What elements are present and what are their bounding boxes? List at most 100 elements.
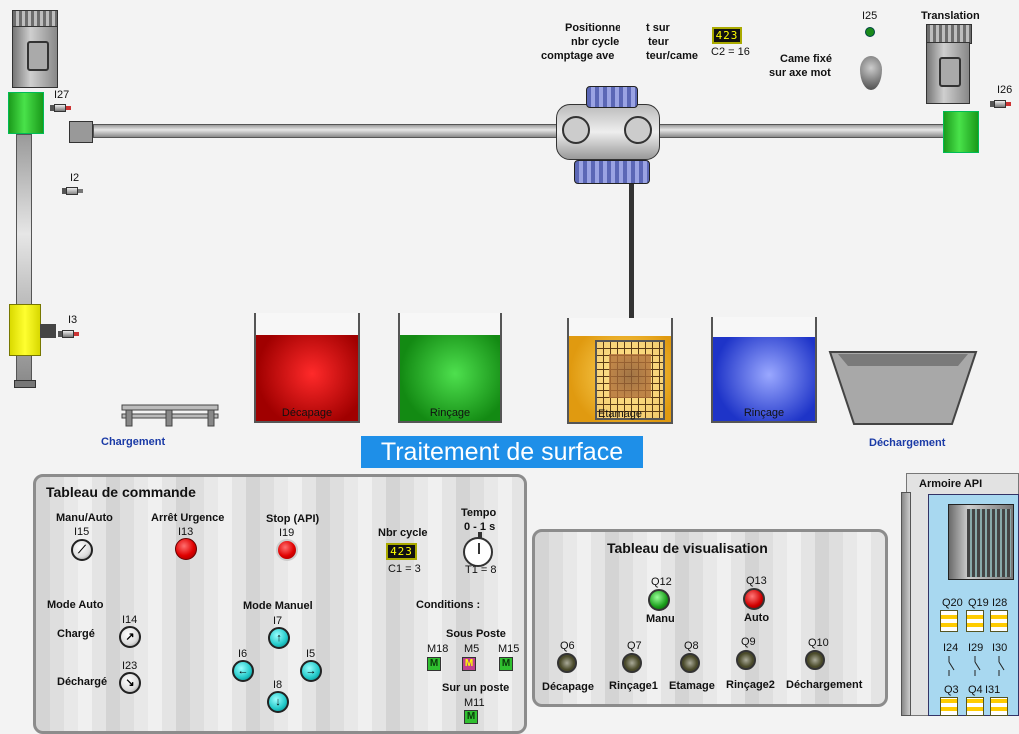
trolley-wheel-right xyxy=(624,116,652,144)
cam-shape xyxy=(860,56,882,90)
tempo-range-label: 0 - 1 s xyxy=(464,521,496,533)
decharge-label: Déchargé xyxy=(57,676,108,688)
q9-label: Q9 xyxy=(741,636,756,648)
q9-lamp xyxy=(736,650,756,670)
q19-label: Q19 xyxy=(968,597,989,609)
q12-lamp xyxy=(648,589,670,611)
i30-label: I30 xyxy=(992,642,1008,654)
rincage2-lamp-label: Rinçage2 xyxy=(726,679,775,691)
lift-motor xyxy=(12,26,58,88)
positioning-text-3b: teur/came xyxy=(646,50,698,62)
tank-decapage-label: Décapage xyxy=(281,407,333,419)
q8-label: Q8 xyxy=(684,640,699,652)
emergency-stop-button[interactable] xyxy=(175,538,197,560)
m18-label: M18 xyxy=(427,643,449,655)
i5-label: I5 xyxy=(306,648,316,660)
sensor-i27-label: I27 xyxy=(54,89,70,101)
stop-button[interactable] xyxy=(276,539,298,561)
m11-indicator: M xyxy=(464,710,478,724)
cam-label-2: sur axe mot xyxy=(769,67,831,79)
sensor-i2 xyxy=(62,186,83,196)
i8-label: I8 xyxy=(273,679,283,691)
translation-motor xyxy=(926,42,970,104)
q13-lamp xyxy=(743,588,765,610)
m11-label: M11 xyxy=(464,697,485,709)
translation-label: Translation xyxy=(921,10,980,22)
command-panel-title: Tableau de commande xyxy=(46,484,196,500)
tank-rincage-1: Rinçage xyxy=(398,313,502,423)
m5-label: M5 xyxy=(464,643,480,655)
q3-label: Q3 xyxy=(944,684,959,696)
lift-motor-coupling xyxy=(8,92,44,134)
sensor-i26-label: I26 xyxy=(997,84,1013,96)
i6-label: I6 xyxy=(238,648,248,660)
manu-auto-label: Manu/Auto xyxy=(56,512,113,524)
sous-poste-label: Sous Poste xyxy=(446,628,506,640)
tank-rincage-2: Rinçage xyxy=(711,317,817,423)
positioning-text-1b: t sur xyxy=(646,22,670,34)
counter-c2-display: 423 xyxy=(712,27,742,44)
stopwatch-icon xyxy=(463,532,493,567)
manual-left-button[interactable]: ← xyxy=(232,660,254,682)
i14-label: I14 xyxy=(122,614,138,626)
positioning-text-1: Positionne xyxy=(565,22,622,34)
mode-auto-label: Mode Auto xyxy=(47,599,104,611)
i19-label: I19 xyxy=(279,527,295,539)
sensor-i2-label: I2 xyxy=(70,172,80,184)
sensor-i25-lamp xyxy=(865,27,875,37)
q7-label: Q7 xyxy=(627,640,642,652)
manual-up-button[interactable]: ↑ xyxy=(268,627,290,649)
relay-q4 xyxy=(966,697,984,716)
lift-carriage-arm xyxy=(40,324,56,338)
positioning-text-2: nbr cycle xyxy=(571,36,620,48)
contacts-row xyxy=(948,656,1005,676)
q13-label: Q13 xyxy=(746,575,767,587)
basket-inner xyxy=(609,354,651,398)
mode-manuel-label: Mode Manuel xyxy=(243,600,313,612)
manu-auto-switch[interactable]: ⟋ xyxy=(71,539,93,561)
i31-label: I31 xyxy=(985,684,1001,696)
i29-label: I29 xyxy=(968,642,984,654)
nbr-cycle-label: Nbr cycle xyxy=(378,527,428,539)
charge-button[interactable]: ↗ xyxy=(119,626,141,648)
manual-right-button[interactable]: → xyxy=(300,660,322,682)
i13-label: I13 xyxy=(178,526,194,538)
tank-decapage: Décapage xyxy=(254,313,360,423)
i28-label: I28 xyxy=(992,597,1008,609)
loading-label: Chargement xyxy=(101,436,166,448)
m15-label: M15 xyxy=(498,643,520,655)
unloading-label: Déchargement xyxy=(869,437,946,449)
horizontal-rail xyxy=(93,124,945,138)
sensor-i27 xyxy=(50,103,71,113)
q6-label: Q6 xyxy=(560,640,575,652)
translation-coupling xyxy=(943,111,979,153)
trolley-motor-top xyxy=(586,86,638,108)
sensor-i26 xyxy=(990,99,1011,109)
relay-i28 xyxy=(990,610,1008,632)
relay-i31 xyxy=(990,697,1008,716)
trolley-motor-bottom xyxy=(574,160,650,184)
armoire-door xyxy=(901,492,911,716)
cam-label-1: Came fixé xyxy=(780,53,832,65)
counter-c1-display: 423 xyxy=(386,543,417,560)
rincage1-lamp-label: Rinçage1 xyxy=(609,680,658,692)
i15-label: I15 xyxy=(74,526,90,538)
decharge-button[interactable]: ↘ xyxy=(119,672,141,694)
q8-lamp xyxy=(680,653,700,673)
sensor-i25-label: I25 xyxy=(862,10,878,22)
armoire-title: Armoire API xyxy=(919,478,983,490)
tank-rincage-1-label: Rinçage xyxy=(429,407,471,419)
charge-label: Chargé xyxy=(57,628,95,640)
tank-decapage-fluid xyxy=(256,335,358,421)
page-title: Traitement de surface xyxy=(361,436,643,468)
trolley-wheel-left xyxy=(562,116,590,144)
q12-label: Q12 xyxy=(651,576,672,588)
q6-lamp xyxy=(557,653,577,673)
sensor-i3 xyxy=(58,329,79,339)
manual-down-button[interactable]: ↓ xyxy=(267,691,289,713)
i24-label: I24 xyxy=(943,642,959,654)
positioning-mask xyxy=(620,18,644,66)
vertical-rail-base xyxy=(14,380,36,388)
tank-etamage-label: Etamage xyxy=(597,408,643,420)
tank-rincage-1-fluid xyxy=(400,335,500,421)
